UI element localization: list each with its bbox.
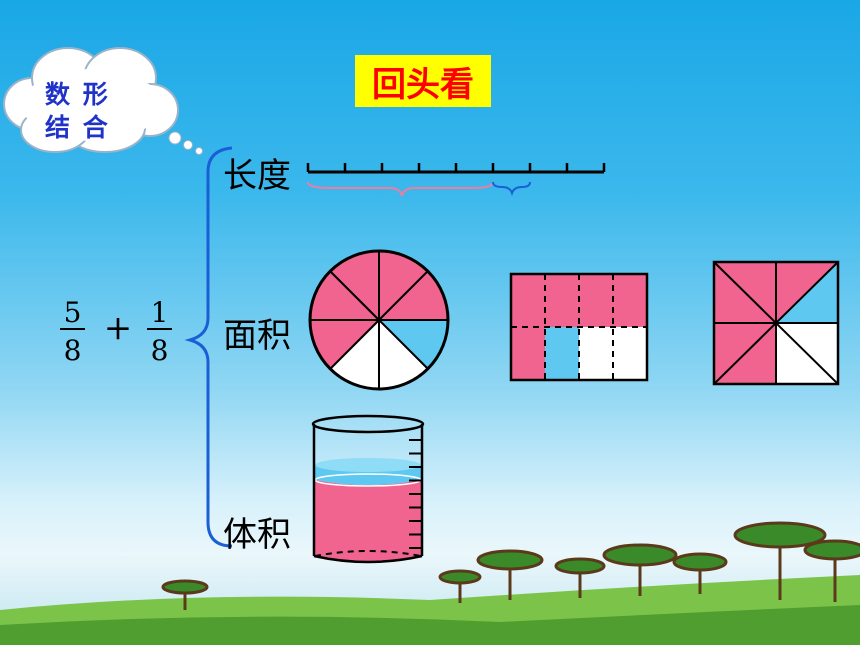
trees	[161, 521, 860, 610]
fraction1-denominator: 8	[63, 334, 82, 367]
pie-outline	[308, 249, 450, 391]
cloud-text-line2: 结 合	[45, 113, 110, 142]
cloud-text-line1: 数 形	[45, 80, 110, 109]
rect-border	[509, 272, 649, 382]
rectangle-fraction-model	[509, 272, 649, 382]
square-fraction-model	[712, 260, 840, 386]
fraction2-numerator: 1	[150, 296, 169, 329]
review-title: 回头看	[355, 55, 491, 107]
circle-fraction-model	[308, 249, 450, 391]
thought-cloud	[3, 47, 203, 155]
beaker-volume-model	[311, 414, 425, 564]
area-label: 面积	[223, 316, 291, 356]
one-eighth-brace	[492, 181, 531, 197]
length-number-line	[306, 163, 606, 174]
background-scenery	[0, 521, 860, 645]
fraction1-numerator: 5	[63, 296, 82, 329]
rect-bottom-pink-cell	[511, 327, 545, 380]
grass-front	[0, 605, 860, 645]
volume-label: 体积	[223, 515, 291, 555]
category-brace	[184, 146, 233, 548]
rect-blue-cell	[545, 327, 579, 380]
plus-operator: +	[103, 308, 133, 348]
length-label: 长度	[223, 156, 291, 196]
fraction2-denominator: 8	[150, 334, 169, 367]
five-eighths-brace	[307, 181, 494, 197]
